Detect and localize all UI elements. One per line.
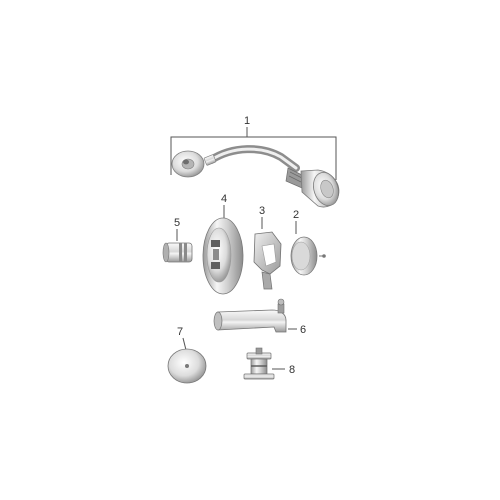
callout-3: 3 <box>259 205 265 217</box>
callout-1: 1 <box>244 115 250 127</box>
drain-stopper: 8 <box>243 347 295 380</box>
handle-cap: 2 <box>290 209 326 276</box>
shower-flange <box>171 150 205 178</box>
shower-head <box>285 167 340 208</box>
callout-4: 4 <box>221 193 227 205</box>
callout-2: 2 <box>293 209 299 221</box>
shower-arm <box>203 145 300 172</box>
callout-8: 8 <box>289 364 295 376</box>
tub-spout: 6 <box>213 298 306 336</box>
leader-7 <box>182 337 187 351</box>
callout-6: 6 <box>300 324 306 336</box>
bracket-1 <box>170 127 337 180</box>
callout-7: 7 <box>177 326 183 338</box>
shower-assembly-group: 1 <box>170 115 340 208</box>
faucet-handle: 3 <box>253 205 282 290</box>
escutcheon-plate: 4 <box>202 193 244 295</box>
callout-5: 5 <box>174 217 180 229</box>
stem-sleeve: 5 <box>162 217 193 263</box>
overflow-plate: 7 <box>167 326 207 384</box>
